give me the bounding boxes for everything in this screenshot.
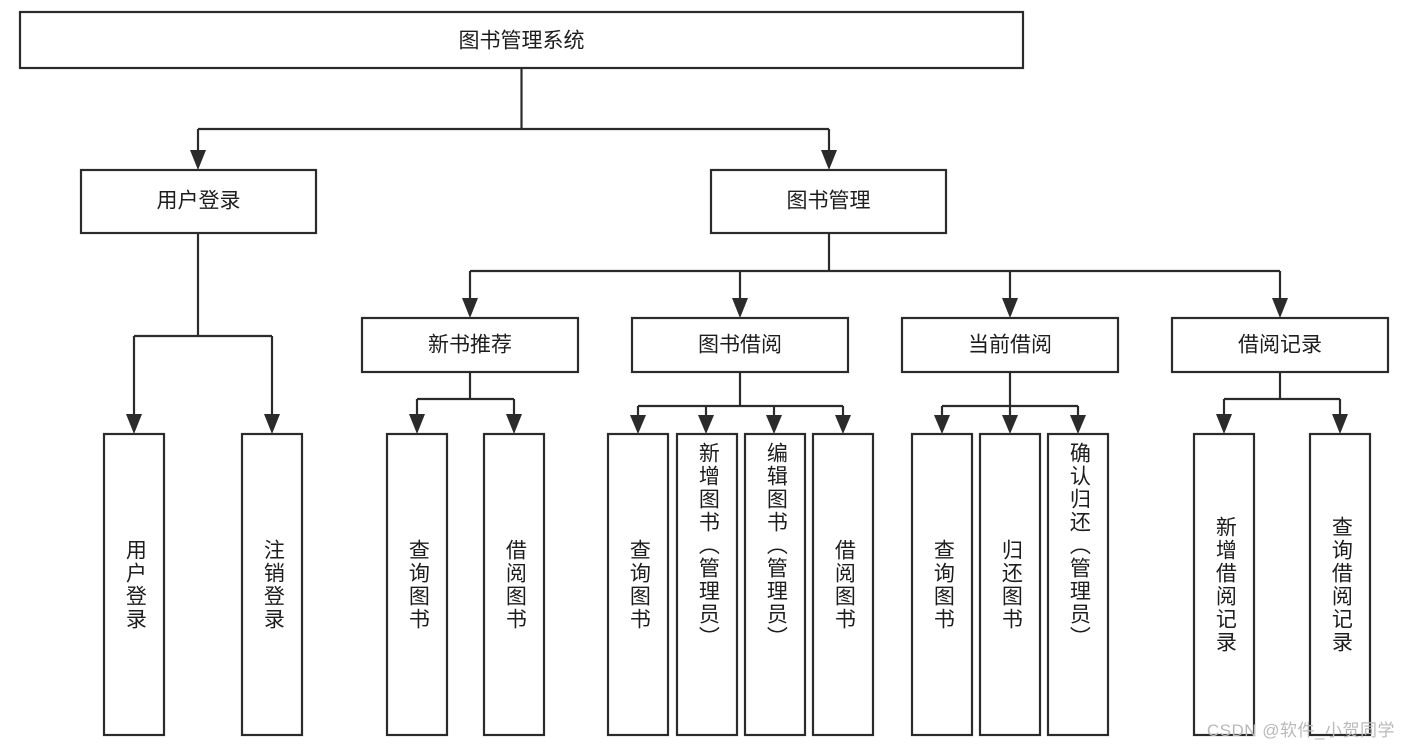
arrow-head-leaf-query-book-1: [409, 414, 425, 434]
node-leaf-add-book[interactable]: [675, 432, 739, 737]
node-layer: 图书管理系统 用户登录 图书管理 新书推荐 图书借阅 当前借阅 借阅记录: [18, 10, 1390, 737]
arrow-head-user-login: [190, 150, 206, 170]
node-current-borrow[interactable]: [900, 316, 1120, 374]
arrow-head-leaf-query-record: [1332, 414, 1348, 434]
arrow-head-new-book-recommend: [462, 298, 478, 318]
arrow-head-leaf-query-book-2: [630, 415, 646, 434]
node-user-login[interactable]: [79, 168, 318, 235]
node-book-borrow[interactable]: [630, 316, 850, 374]
node-leaf-user-login[interactable]: [102, 432, 166, 737]
arrow-head-book-borrow: [732, 298, 748, 318]
node-leaf-confirm-return[interactable]: [1046, 432, 1110, 737]
arrow-head-book-management: [821, 150, 837, 170]
node-new-book-recommend-label: 新书推荐: [428, 334, 512, 357]
node-new-book-recommend[interactable]: [360, 316, 580, 374]
arrow-head-leaf-user-login: [126, 414, 142, 434]
arrow-head-leaf-edit-book: [766, 415, 782, 434]
node-borrow-record-label: 借阅记录: [1238, 334, 1322, 357]
node-root[interactable]: [18, 10, 1025, 70]
arrow-head-borrow-record: [1272, 298, 1288, 318]
arrow-head-leaf-confirm-return: [1070, 415, 1086, 434]
node-user-login-label: 用户登录: [157, 190, 241, 213]
arrow-head-current-borrow: [1002, 298, 1018, 318]
watermark: CSDN @软件_小贺同学: [1206, 721, 1395, 740]
node-leaf-edit-book[interactable]: [743, 432, 807, 737]
arrow-head-leaf-borrow-book-1: [506, 414, 522, 434]
node-leaf-user-logout[interactable]: [240, 432, 304, 737]
arrow-head-leaf-add-record: [1216, 414, 1232, 434]
connector-layer: [126, 68, 1348, 434]
arrow-head-leaf-user-logout: [264, 414, 280, 434]
node-leaf-borrow-book-1[interactable]: [482, 432, 546, 737]
node-book-management[interactable]: [709, 168, 948, 235]
node-current-borrow-label: 当前借阅: [968, 334, 1052, 357]
arrow-head-leaf-query-book-3: [934, 415, 950, 434]
arrow-head-leaf-return-book: [1002, 415, 1018, 434]
node-leaf-return-book[interactable]: [978, 432, 1042, 737]
node-book-management-label: 图书管理: [787, 190, 871, 213]
node-root-label: 图书管理系统: [459, 30, 585, 53]
node-leaf-borrow-book-2[interactable]: [811, 432, 875, 737]
node-leaf-query-book-2[interactable]: [606, 432, 670, 737]
node-book-borrow-label: 图书借阅: [698, 334, 782, 357]
node-leaf-query-book-3[interactable]: [910, 432, 974, 737]
node-leaf-query-record[interactable]: [1308, 432, 1372, 737]
arrow-head-leaf-add-book: [698, 415, 714, 434]
node-leaf-add-record[interactable]: [1192, 432, 1256, 737]
node-borrow-record[interactable]: [1170, 316, 1390, 374]
arrow-head-leaf-borrow-book-2: [835, 415, 851, 434]
node-leaf-query-book-1[interactable]: [385, 432, 449, 737]
